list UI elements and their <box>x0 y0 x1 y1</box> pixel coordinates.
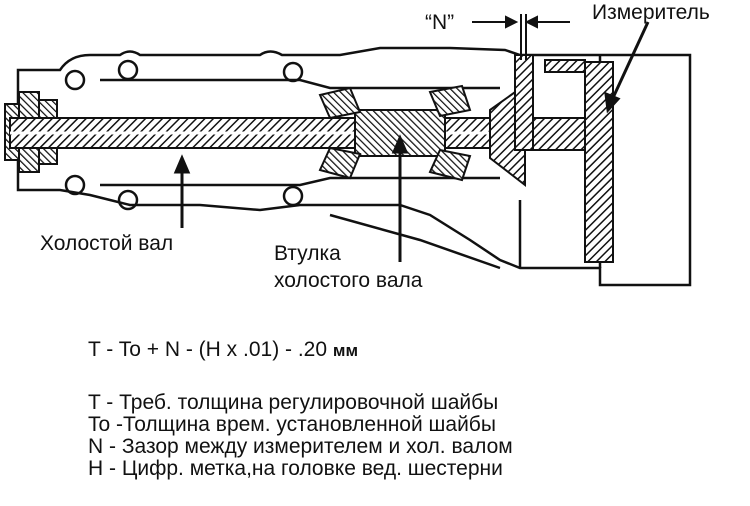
bearings <box>318 84 472 182</box>
gauge-leader <box>604 21 650 114</box>
idle-shaft-leader <box>173 154 191 228</box>
legend: T - Треб. толщина регулировочной шайбы T… <box>88 392 513 480</box>
sleeve-label-line2: холостого вала <box>274 269 423 292</box>
sleeve-leader <box>391 134 409 262</box>
gearbox-cross-section-diagram <box>4 14 692 287</box>
n-gap-label: “N” <box>425 11 455 34</box>
gauge-tool <box>514 54 614 263</box>
legend-item: To -Толщина врем. установленной шайбы <box>88 413 496 436</box>
sleeve-label-line1: Втулка <box>274 242 341 265</box>
idle-shaft-label: Холостой вал <box>40 232 174 255</box>
gauge-label: Измеритель <box>592 1 710 24</box>
legend-item: H - Цифр. метка,на головке вед. шестерни <box>88 457 503 480</box>
formula-expression: T - To + N - (H x .01) - .20 <box>88 338 328 361</box>
legend-item: N - Зазор между измерителем и хол. валом <box>88 435 513 458</box>
n-gap-dimension <box>472 14 570 60</box>
formula-unit: мм <box>332 341 359 360</box>
legend-item: T - Треб. толщина регулировочной шайбы <box>88 391 499 414</box>
shim-formula: T - To + N - (H x .01) - .20 мм <box>88 338 358 362</box>
idle-shaft <box>9 109 511 157</box>
